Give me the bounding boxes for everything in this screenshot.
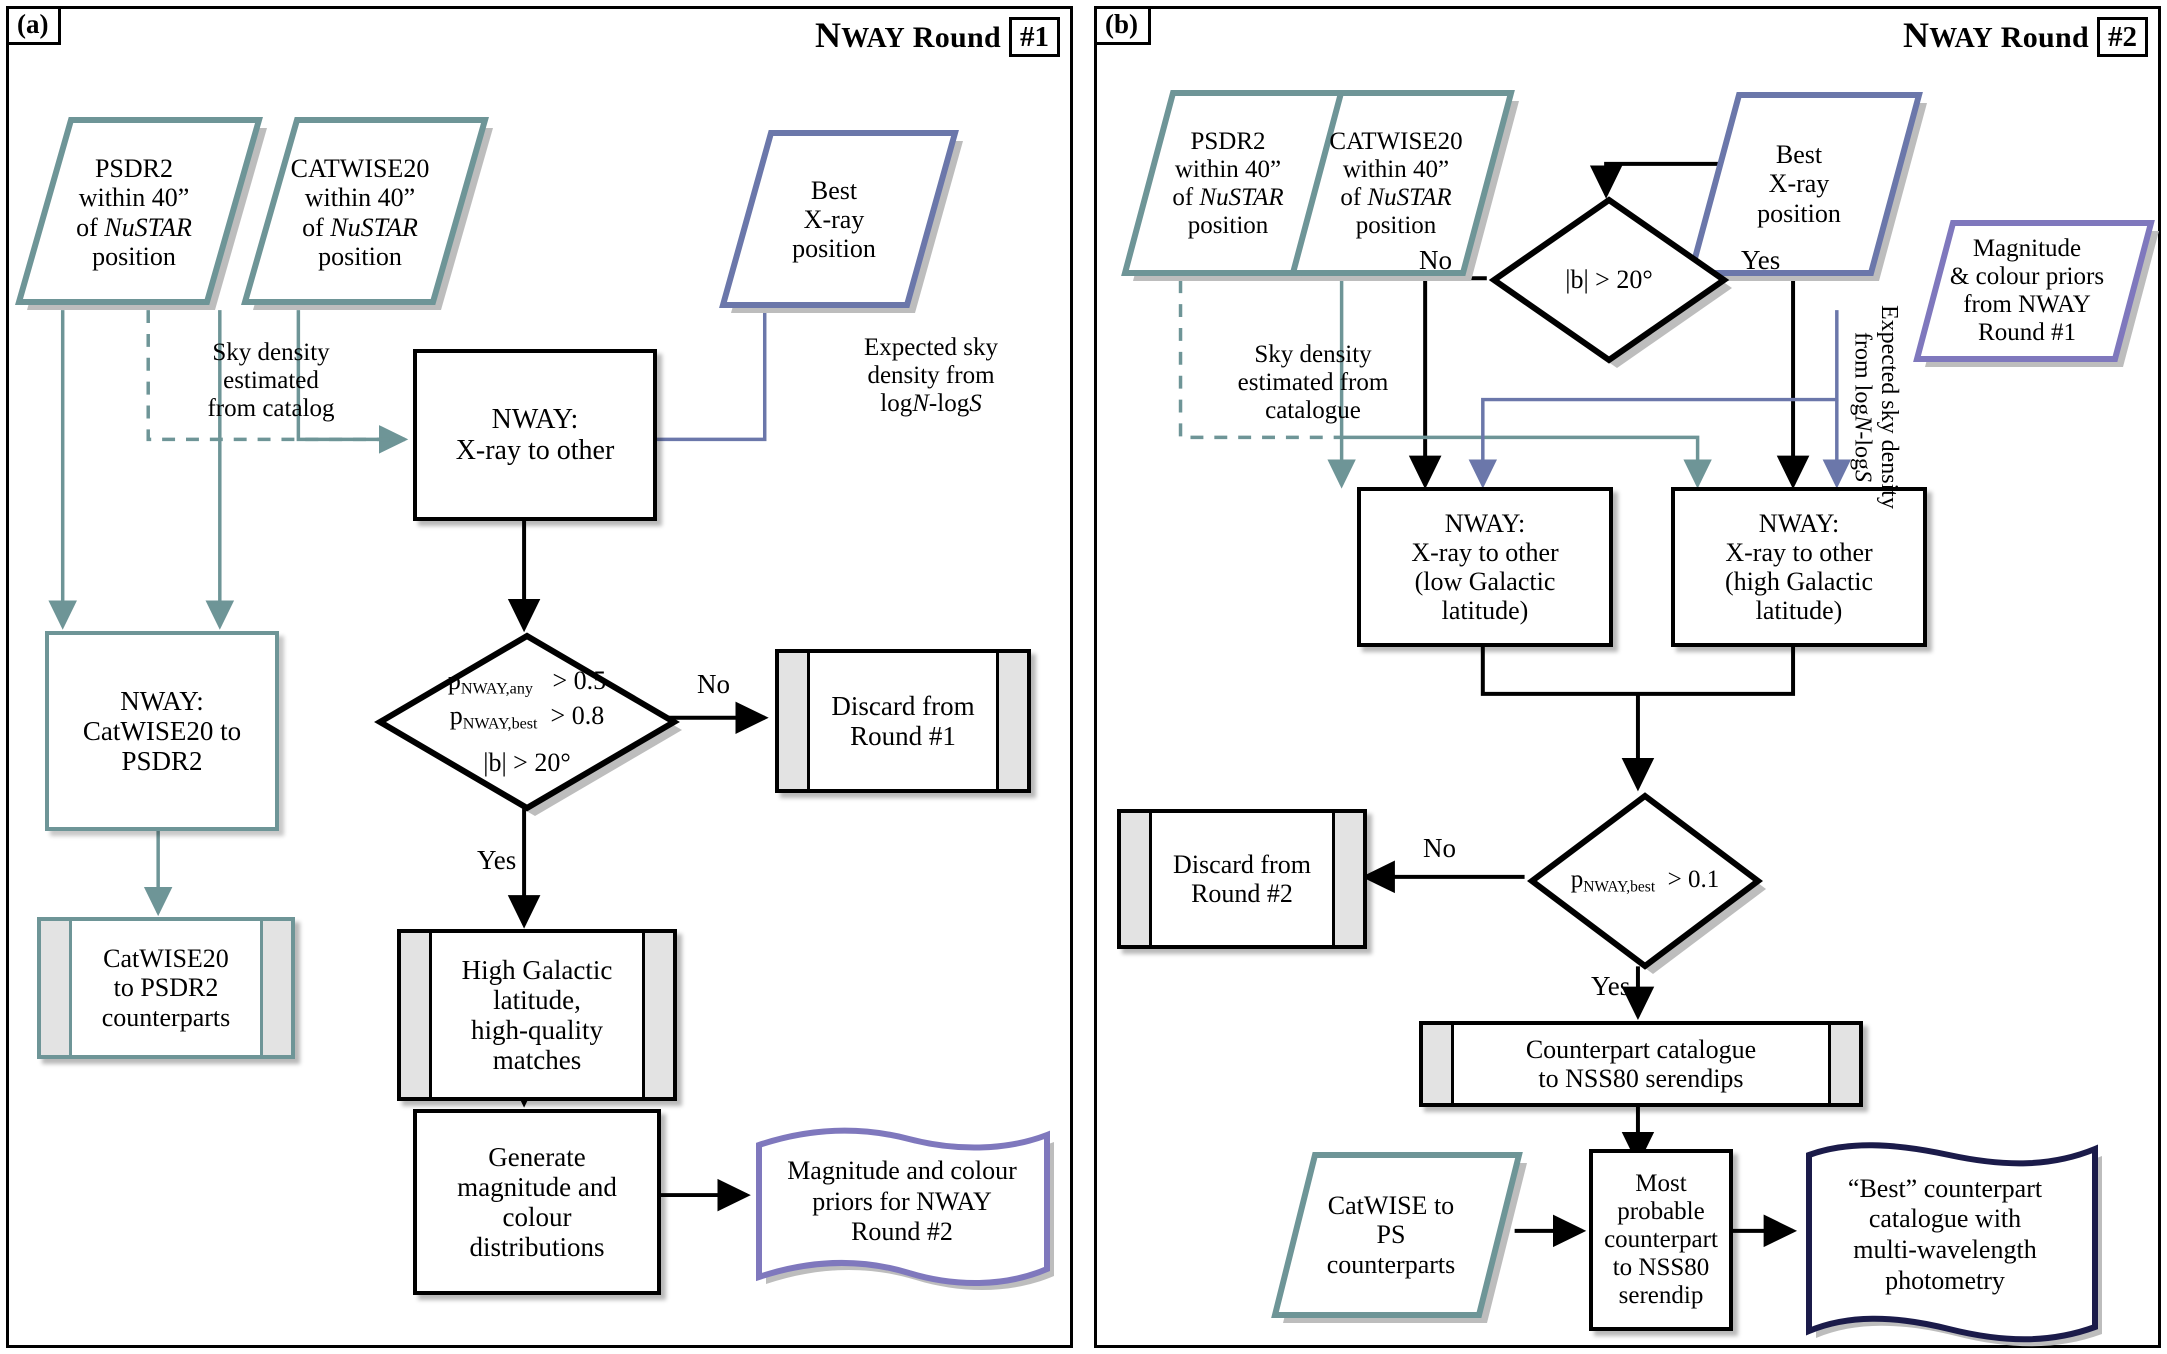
branch-no-label-b-latitude: No (1419, 245, 1452, 275)
panel-a-connectors (48, 310, 769, 1212)
generate-distributions-box-a: Generate magnitude and colour distributi… (413, 1109, 661, 1295)
panel-a-tag: (a) (6, 6, 62, 45)
priors-document-a: Magnitude and colour priors for NWAY Rou… (753, 1123, 1054, 1291)
best-xray-shape-a: Best X-ray position (719, 127, 963, 313)
psdr2-input-label-b: PSDR2 within 40” of NuSTAR position (1172, 128, 1284, 239)
priors-input-label-b: Magnitude & colour priors from NWAY Roun… (1949, 235, 2105, 346)
sky-density-label-b: Sky density estimated from catalogue (1237, 341, 1389, 424)
psdr2-input-shape-a: PSDR2 within 40” of NuSTAR position (15, 114, 267, 311)
probability-diamond-b: pNWAY,best > 0.1 (1527, 791, 1766, 974)
panel-a-title-number: #1 (1009, 17, 1060, 57)
priors-document-label-a: Magnitude and colour priors for NWAY Rou… (787, 1155, 1017, 1247)
discard-round1-store-a: Discard from Round #1 (775, 649, 1031, 793)
panel-b: (b) NWAY Round #2 (1094, 6, 2161, 1348)
panel-a-title: NWAY Round #1 (815, 17, 1060, 57)
catwise-psdr2-counterparts-store-a: CatWISE20 to PSDR2 counterparts (37, 917, 295, 1059)
panel-b-title-round: Round (2000, 21, 2089, 54)
catwise-ps-counterparts-shape-b: CatWISE to PS counterparts (1267, 1149, 1527, 1323)
best-xray-label-a: Best X-ray position (792, 175, 876, 264)
psdr2-input-shape-b: PSDR2 within 40” of NuSTAR position (1119, 87, 1351, 281)
catwise-input-shape-b: CATWISE20 within 40” of NuSTAR position (1287, 87, 1519, 281)
panel-a-title-round: Round (912, 21, 1001, 54)
psdr2-input-label-a: PSDR2 within 40” of NuSTAR position (76, 154, 192, 271)
most-probable-counterpart-box-b: Most probable counterpart to NSS80 seren… (1589, 1149, 1733, 1331)
probability-diamond-text-b: pNWAY,best > 0.1 (1570, 865, 1720, 896)
panel-b-title: NWAY Round #2 (1903, 17, 2148, 57)
expected-sky-density-label-b: Expected sky density from logN-logS (1849, 305, 1902, 509)
panel-b-title-n: N (1902, 15, 1930, 55)
catwise-input-label-a: CATWISE20 within 40” of NuSTAR position (290, 154, 430, 271)
branch-no-label-a: No (697, 669, 730, 699)
expected-sky-density-label-a: Expected sky density from logN-logS (864, 334, 998, 417)
panel-a-title-way: WAY (841, 23, 905, 54)
nway-low-latitude-box-b: NWAY: X-ray to other (low Galactic latit… (1357, 487, 1613, 647)
best-xray-shape-b: Best X-ray position (1685, 89, 1927, 281)
best-counterpart-document-label-b: “Best” counterpart catalogue with multi-… (1847, 1173, 2043, 1295)
best-counterpart-document-b: “Best” counterpart catalogue with multi-… (1799, 1137, 2102, 1347)
priors-input-shape-b: Magnitude & colour priors from NWAY Roun… (1909, 217, 2159, 367)
catwise-input-shape-a: CATWISE20 within 40” of NuSTAR position (241, 114, 493, 311)
catwise-input-label-b: CATWISE20 within 40” of NuSTAR position (1329, 128, 1463, 239)
panel-b-title-number: #2 (2097, 17, 2148, 57)
galactic-latitude-diamond-b: |b| > 20° (1488, 195, 1732, 368)
sky-density-label-a: Sky density estimated from catalog (207, 339, 335, 422)
panel-b-title-way: WAY (1929, 23, 1993, 54)
panel-a-title-n: N (814, 15, 842, 55)
decision-diamond-text-a: pNWAY,any > 0.5 pNWAY,best > 0.8 |b| > 2… (447, 666, 607, 778)
branch-yes-label-b-latitude: Yes (1741, 245, 1781, 275)
high-galactic-matches-store-a: High Galactic latitude, high-quality mat… (397, 929, 677, 1101)
branch-yes-label-a: Yes (477, 845, 517, 875)
decision-diamond-a: pNWAY,any > 0.5 pNWAY,best > 0.8 |b| > 2… (374, 631, 682, 816)
panel-a: (a) NWAY Round #1 (6, 6, 1073, 1348)
catwise-ps-counterparts-label-b: CatWISE to PS counterparts (1326, 1191, 1456, 1279)
nway-catwise-to-psdr2-box-a: NWAY: CatWISE20 to PSDR2 (45, 631, 279, 831)
discard-round2-store-b: Discard from Round #2 (1117, 809, 1367, 949)
best-xray-label-b: Best X-ray position (1757, 140, 1841, 228)
nway-xray-to-other-box-a: NWAY: X-ray to other (413, 349, 657, 521)
branch-yes-label-b-probability: Yes (1591, 971, 1631, 1001)
counterpart-catalogue-store-b: Counterpart catalogue to NSS80 serendips (1419, 1021, 1863, 1107)
branch-no-label-b-probability: No (1423, 833, 1456, 863)
galactic-latitude-diamond-text-b: |b| > 20° (1565, 265, 1653, 295)
panel-b-tag: (b) (1094, 6, 1151, 45)
